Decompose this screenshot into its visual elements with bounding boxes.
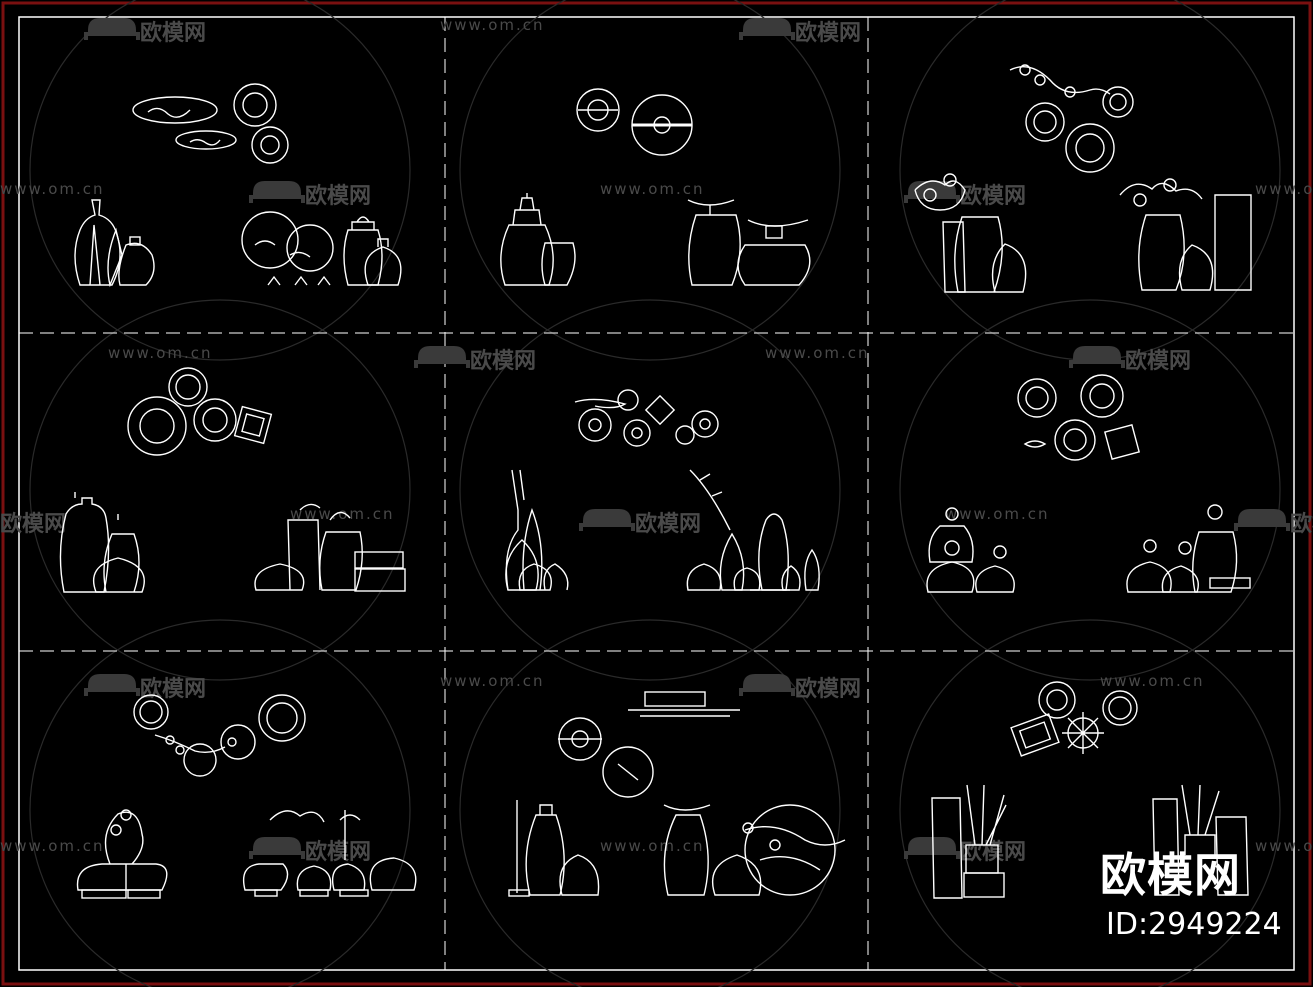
sofa-logo-icon xyxy=(1069,346,1125,368)
watermark-brand-text: 欧模网 xyxy=(960,183,1026,209)
sofa-logo-icon xyxy=(249,837,305,859)
cell-9-wall-decor xyxy=(1010,681,1138,757)
dashed-grid xyxy=(19,17,1294,970)
watermark-brand-text: 欧模网 xyxy=(960,839,1026,865)
watermark-brand-text: 欧模网 xyxy=(635,511,701,537)
watermark-brand-text: 欧模网 xyxy=(0,511,66,537)
cell-3-wall-plates xyxy=(1009,64,1134,173)
watermark-brand: 欧模网 xyxy=(904,181,1026,209)
watermark-brand-text: 欧模网 xyxy=(305,839,371,865)
sofa-logo-icon xyxy=(904,181,960,203)
sofa-logo-icon xyxy=(414,346,470,368)
sofa-logo-icon xyxy=(579,509,635,531)
sofa-logo-icon xyxy=(739,18,795,40)
watermark-brand: 欧模网 xyxy=(739,18,861,46)
brand-badge: 欧模网 xyxy=(1100,848,1241,902)
sofa-logo-icon xyxy=(1234,509,1290,531)
watermark-brand-text: 欧模网 xyxy=(1125,348,1191,374)
watermark-brand-text: 欧模网 xyxy=(1290,511,1313,537)
watermark-site-text: www.om.cn xyxy=(945,505,1050,523)
watermark-brand: 欧模网 xyxy=(0,511,66,537)
watermark-site-text: www.om.cn xyxy=(440,672,545,690)
sofa-logo-icon xyxy=(904,837,960,859)
watermark-brand-text: 欧模网 xyxy=(305,183,371,209)
watermark-site-text: www.om.cn xyxy=(1100,672,1205,690)
cell-6-vases xyxy=(926,504,1251,593)
watermark-brand-text: 欧模网 xyxy=(795,676,861,702)
watermark-site-text: www.om.cn xyxy=(1255,180,1313,198)
watermark-brand: 欧模网 xyxy=(739,674,861,702)
cell-7-vases xyxy=(76,809,417,899)
model-id-label: ID:2949224 xyxy=(1106,907,1282,942)
watermark-layer: www.om.cn www.om.cn www.om.cn www.om.cn www.… xyxy=(0,16,1313,865)
sofa-logo-icon xyxy=(739,674,795,696)
watermark-brand-text: 欧模网 xyxy=(795,20,861,46)
watermark-brand: 欧模网 xyxy=(84,18,206,46)
sofa-logo-icon xyxy=(84,674,140,696)
watermark-brand: 欧模网 xyxy=(1234,509,1313,537)
watermark-site-text: www.om.cn xyxy=(765,344,870,362)
watermark-brand: 欧模网 xyxy=(249,181,371,209)
watermark-brand: 欧模网 xyxy=(579,509,701,537)
watermark-site-text: www.om.cn xyxy=(0,180,105,198)
watermark-brand: 欧模网 xyxy=(1069,346,1191,374)
watermark-brand-text: 欧模网 xyxy=(140,676,206,702)
cell-2-vases xyxy=(500,193,811,286)
cell-2-wall-plates xyxy=(576,88,693,156)
cell-4-vases xyxy=(59,492,406,593)
cell-4-wall-plates xyxy=(127,367,273,456)
watermark-site-text: www.om.cn xyxy=(290,505,395,523)
watermark-site-text: www.om.cn xyxy=(1255,837,1313,855)
cell-8-vases xyxy=(508,800,846,897)
decor-drawings xyxy=(59,64,1252,899)
sofa-logo-icon xyxy=(84,18,140,40)
cell-5-vases xyxy=(505,469,820,591)
inner-frame xyxy=(18,16,1295,971)
watermark-site-text: www.om.cn xyxy=(600,180,705,198)
cell-7-wall-plates xyxy=(133,694,306,777)
cell-1-wall-plates xyxy=(132,83,289,164)
watermark-brand-text: 欧模网 xyxy=(470,348,536,374)
watermark-brand: 欧模网 xyxy=(84,674,206,702)
cell-6-wall-plates xyxy=(1017,374,1141,461)
watermark-brand: 欧模网 xyxy=(414,346,536,374)
cell-8-wall-decor xyxy=(558,691,740,798)
watermark-brand: 欧模网 xyxy=(249,837,371,865)
watermark-brand-text: 欧模网 xyxy=(140,20,206,46)
watermark-site-text: www.om.cn xyxy=(600,837,705,855)
cell-3-vases xyxy=(914,173,1252,293)
watermark-site-text: www.om.cn xyxy=(0,837,105,855)
watermark-site-text: www.om.cn xyxy=(440,16,545,34)
sofa-logo-icon xyxy=(249,181,305,203)
watermark-arcs xyxy=(29,0,1281,987)
watermark-brand: 欧模网 xyxy=(904,837,1026,865)
cell-1-vases xyxy=(74,199,402,288)
cell-5-wall-plates xyxy=(574,389,719,447)
watermark-site-text: www.om.cn xyxy=(108,344,213,362)
cell-9-vases xyxy=(931,784,1249,899)
